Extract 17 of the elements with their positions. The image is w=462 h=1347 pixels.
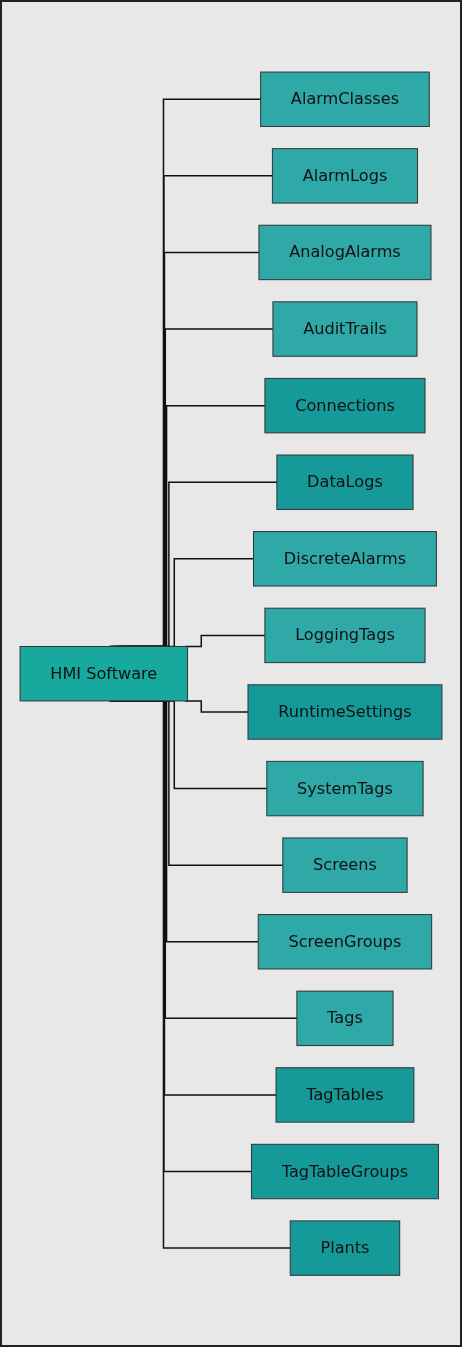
node-box: AuditTrails [272, 301, 418, 357]
node-box: Plants [289, 1220, 401, 1276]
node-box: AnalogAlarms [258, 224, 432, 280]
node-box: SystemTags [266, 760, 424, 817]
node-box: HMI Software [19, 645, 189, 702]
node-box: ScreenGroups [257, 913, 433, 970]
node-box: DiscreteAlarms [253, 530, 437, 587]
node-box: AlarmLogs [271, 147, 419, 204]
node-box: LoggingTags [264, 607, 426, 663]
node-box: AlarmClasses [260, 71, 430, 127]
node-box: TagTableGroups [251, 1143, 439, 1200]
node-box: Connections [264, 377, 426, 434]
node-box: Tags [296, 990, 394, 1046]
node-box: DataLogs [276, 454, 414, 510]
node-box: TagTables [275, 1067, 415, 1123]
node-box: Screens [282, 837, 408, 893]
node-box: RuntimeSettings [247, 684, 443, 740]
